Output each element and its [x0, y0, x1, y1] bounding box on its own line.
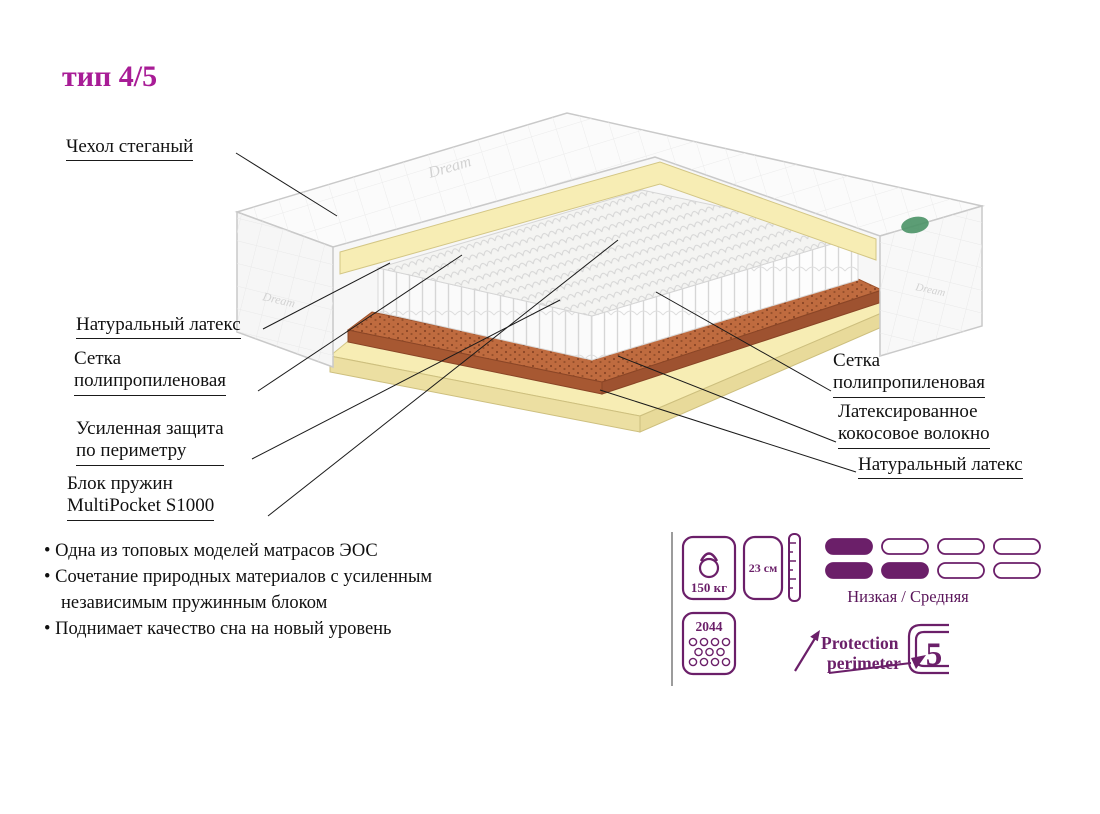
bullet-item: • Сочетание природных материалов с усиле…	[44, 567, 433, 587]
height-badge: 23 см	[742, 533, 801, 602]
firmness-indicator: Низкая / Средняя	[825, 538, 1041, 606]
callout-net-right-label: Сетка полипропиленовая	[833, 350, 986, 398]
bullet-item: • Одна из топовых моделей матрасов ЭОС	[44, 541, 378, 561]
callout-coconut-label: Латексированное кокосовое волокно	[838, 401, 990, 449]
springs-count-value: 2044	[696, 619, 723, 634]
callout-line-cover	[235, 152, 338, 217]
callout-line-latex-left	[262, 262, 391, 330]
callout-cover-label: Чехол стеганый	[66, 136, 194, 161]
bullet-item: • Поднимает качество сна на новый уровен…	[44, 619, 392, 639]
callout-line-net-right	[655, 291, 832, 392]
max-weight-badge: 150 кг	[681, 535, 737, 601]
callout-line-spring-block	[267, 239, 619, 517]
height-value: 23 см	[749, 561, 778, 575]
protection-perimeter-mark: Protection perimeter	[794, 630, 926, 674]
protection-line2: perimeter	[827, 653, 901, 673]
protection-slash-icon	[794, 634, 818, 672]
callout-lines	[235, 152, 857, 517]
mattress-illustration: Dream Dream Dream	[234, 112, 985, 517]
callout-perimeter-label: Усиленная защита по периметру	[76, 418, 224, 466]
callout-cover-text: Чехол стеганый	[66, 136, 194, 161]
ruler-icon	[788, 533, 801, 602]
warranty-badge: 5	[907, 623, 949, 675]
feature-bullet-list: • Одна из топовых моделей матрасов ЭОС •…	[44, 538, 432, 642]
spec-icons: 150 кг 23 см Низкая / Сред	[681, 533, 1041, 676]
spring-block	[376, 189, 859, 361]
callout-latex-right-label: Натуральный латекс	[858, 454, 1023, 479]
bullet-item-continuation: независимым пружинным блоком	[61, 593, 328, 613]
protection-arrow-up-icon	[810, 630, 820, 642]
warranty-value: 5	[926, 637, 943, 673]
quilted-cover	[234, 112, 985, 369]
kettlebell-icon	[699, 552, 719, 562]
callout-line-net-left	[257, 254, 463, 392]
spring-dots-icon	[688, 637, 731, 667]
top-latex-layer	[339, 161, 877, 275]
max-weight-value: 150 кг	[691, 580, 727, 595]
springs-count-badge: 2044	[681, 611, 737, 676]
callout-net-left-label: Сетка полипропиленовая	[74, 348, 227, 396]
brand-logo-badge	[901, 216, 929, 234]
protection-arrow-right-icon	[911, 655, 926, 669]
callout-spring-block-label: Блок пружин MultiPocket S1000	[67, 473, 215, 521]
callout-line-coconut	[617, 355, 837, 443]
protection-line1: Protection	[821, 633, 899, 653]
page-title: тип 4/5	[62, 60, 158, 93]
callout-latex-left-label: Натуральный латекс	[76, 314, 241, 339]
firmness-label: Низкая / Средняя	[847, 587, 969, 606]
callout-line-latex-right	[599, 389, 857, 473]
